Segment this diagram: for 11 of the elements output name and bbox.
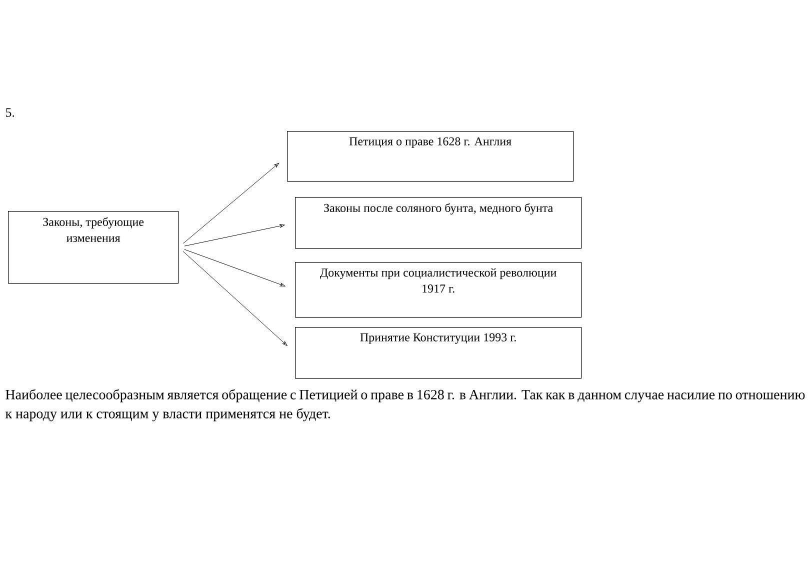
text-box: Принятие Конституции 1993 г. — [295, 327, 582, 379]
arrow — [182, 251, 288, 346]
arrow — [184, 224, 285, 246]
item-number: 5. — [6, 108, 14, 117]
text-box: Законы, требующие изменения — [8, 211, 179, 284]
answer-paragraph: Наиболее целесообразным является обращение с Петицией о праве в 1628 г. в Англии. Так как в данном случае насилие по отношению к народу или к стоящим у власти применятся не будет. — [5, 389, 805, 422]
text-box: Петиция о праве 1628 г. Англия — [287, 131, 574, 182]
text-box: Документы при социалистической революции 1917 г. — [295, 262, 582, 318]
text-box: Законы после соляного бунта, медного бунта — [295, 197, 582, 249]
arrow — [184, 249, 286, 286]
arrow — [182, 162, 279, 244]
